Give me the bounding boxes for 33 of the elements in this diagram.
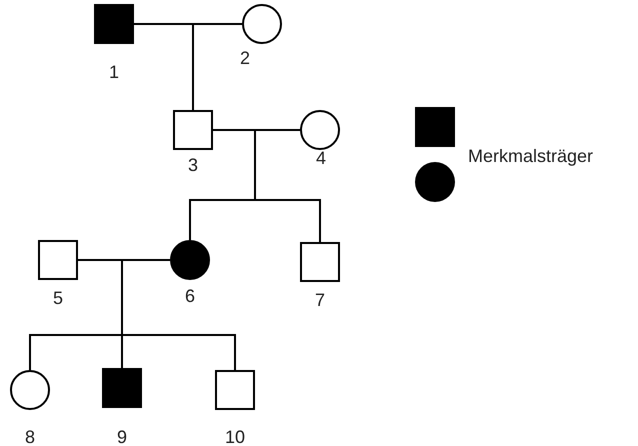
legend-label: Merkmalsträger	[468, 146, 594, 167]
pedigree-line	[121, 334, 123, 368]
individual-number: 1	[109, 62, 119, 83]
pedigree-line	[189, 199, 255, 240]
affected-male-square	[102, 368, 142, 408]
pedigree-line	[134, 23, 242, 25]
affected-male-square	[94, 4, 134, 44]
unaffected-male-square	[173, 110, 213, 150]
pedigree-line	[254, 130, 256, 200]
individual-number: 10	[224, 427, 246, 446]
unaffected-male-square	[215, 370, 255, 410]
individual-number: 6	[185, 286, 195, 307]
individual-number: 8	[25, 427, 35, 446]
unaffected-male-square	[38, 240, 78, 280]
individual-number: 4	[316, 148, 326, 169]
pedigree-line	[192, 59, 194, 110]
individual-number: 3	[188, 155, 198, 176]
affected-female-circle	[170, 240, 210, 280]
pedigree-line	[122, 334, 236, 370]
unaffected-female-circle	[300, 110, 340, 150]
individual-number: 9	[117, 427, 127, 446]
pedigree-line	[255, 199, 321, 242]
unaffected-male-square	[300, 242, 340, 282]
pedigree-line	[121, 260, 123, 335]
individual-number: 5	[53, 288, 63, 309]
individual-number: 7	[315, 290, 325, 311]
pedigree-line	[192, 24, 194, 60]
pedigree-line	[78, 259, 170, 261]
unaffected-female-circle	[242, 4, 282, 44]
individual-number: 2	[240, 48, 250, 69]
unaffected-female-circle	[10, 370, 50, 410]
pedigree-line	[213, 129, 300, 131]
pedigree-line	[29, 334, 122, 370]
